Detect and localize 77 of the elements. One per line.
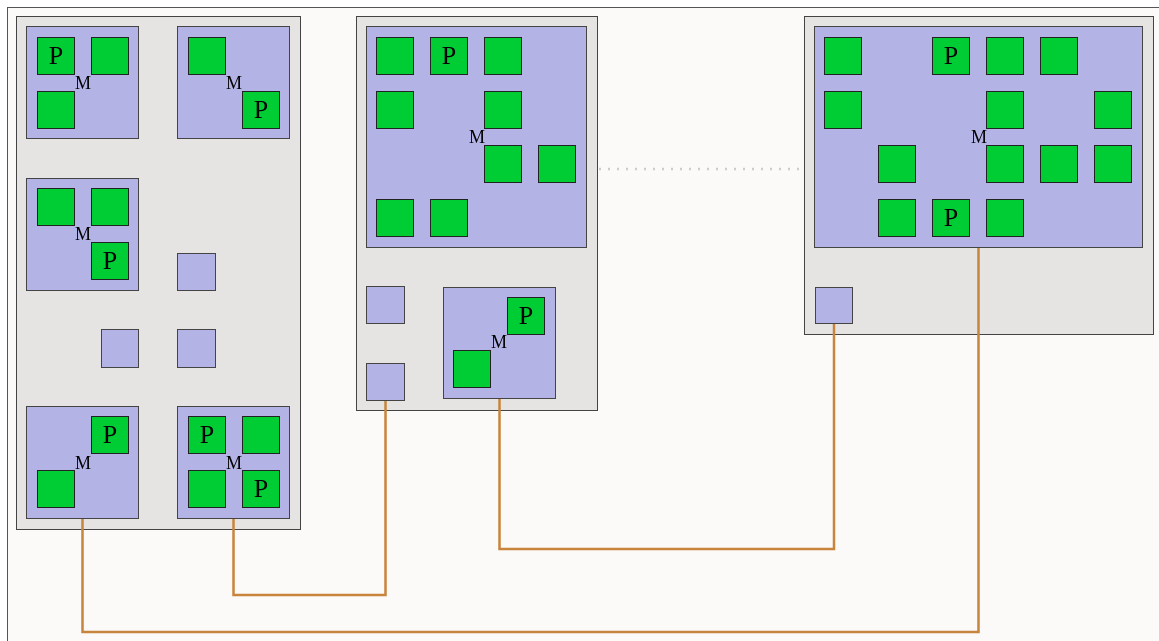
component-square	[878, 145, 916, 183]
module-box	[26, 178, 139, 291]
component-square	[188, 416, 226, 454]
component-square	[242, 470, 280, 508]
component-square	[878, 199, 916, 237]
component-square	[538, 145, 576, 183]
component-square	[932, 199, 970, 237]
node-label: M	[226, 454, 242, 472]
component-square	[430, 199, 468, 237]
module-box	[366, 26, 587, 248]
component-square	[507, 297, 545, 335]
component-square	[1094, 91, 1132, 129]
connector-line	[498, 324, 836, 551]
panel	[16, 16, 301, 530]
node-label: M	[75, 74, 91, 92]
module-box	[814, 26, 1143, 248]
node-label: P	[253, 476, 269, 502]
connector-line	[232, 401, 387, 597]
node-label: P	[441, 43, 457, 69]
node-label: P	[253, 97, 269, 123]
component-square	[986, 37, 1024, 75]
node-label: M	[469, 128, 485, 146]
component-square	[188, 37, 226, 75]
component-square	[376, 199, 414, 237]
component-square	[242, 91, 280, 129]
component-square	[824, 91, 862, 129]
module-box	[177, 406, 290, 519]
component-square	[37, 470, 75, 508]
module-box	[26, 26, 139, 139]
node-label: M	[491, 333, 507, 351]
node-label: P	[943, 43, 959, 69]
component-square	[932, 37, 970, 75]
component-square	[430, 37, 468, 75]
component-square	[1094, 145, 1132, 183]
port-square	[366, 363, 405, 401]
component-square	[1040, 37, 1078, 75]
node-label: P	[102, 422, 118, 448]
module-box	[177, 26, 290, 139]
node-label: P	[199, 422, 215, 448]
port-square	[366, 286, 405, 324]
module-box	[443, 287, 556, 399]
component-square	[188, 470, 226, 508]
component-square	[91, 242, 129, 280]
node-label: M	[75, 225, 91, 243]
component-square	[91, 188, 129, 226]
component-square	[484, 91, 522, 129]
connector-line	[81, 248, 980, 634]
panel	[356, 16, 598, 411]
component-square	[824, 37, 862, 75]
node-label: P	[518, 303, 534, 329]
component-square	[37, 37, 75, 75]
component-square	[1040, 145, 1078, 183]
node-label: M	[226, 74, 242, 92]
node-label: P	[102, 248, 118, 274]
panel	[804, 16, 1154, 335]
component-square	[986, 145, 1024, 183]
port-square	[101, 329, 139, 368]
component-square	[986, 91, 1024, 129]
node-label: M	[75, 454, 91, 472]
port-square	[177, 329, 216, 368]
component-square	[37, 91, 75, 129]
port-square	[815, 287, 853, 324]
component-square	[91, 416, 129, 454]
component-square	[376, 91, 414, 129]
node-label: M	[971, 128, 987, 146]
component-square	[986, 199, 1024, 237]
port-square	[177, 253, 216, 291]
component-square	[484, 145, 522, 183]
node-label: P	[943, 205, 959, 231]
component-square	[453, 350, 491, 388]
component-square	[376, 37, 414, 75]
component-square	[484, 37, 522, 75]
component-square	[242, 416, 280, 454]
component-square	[37, 188, 75, 226]
node-label: P	[48, 43, 64, 69]
component-square	[91, 37, 129, 75]
module-box	[26, 406, 139, 519]
